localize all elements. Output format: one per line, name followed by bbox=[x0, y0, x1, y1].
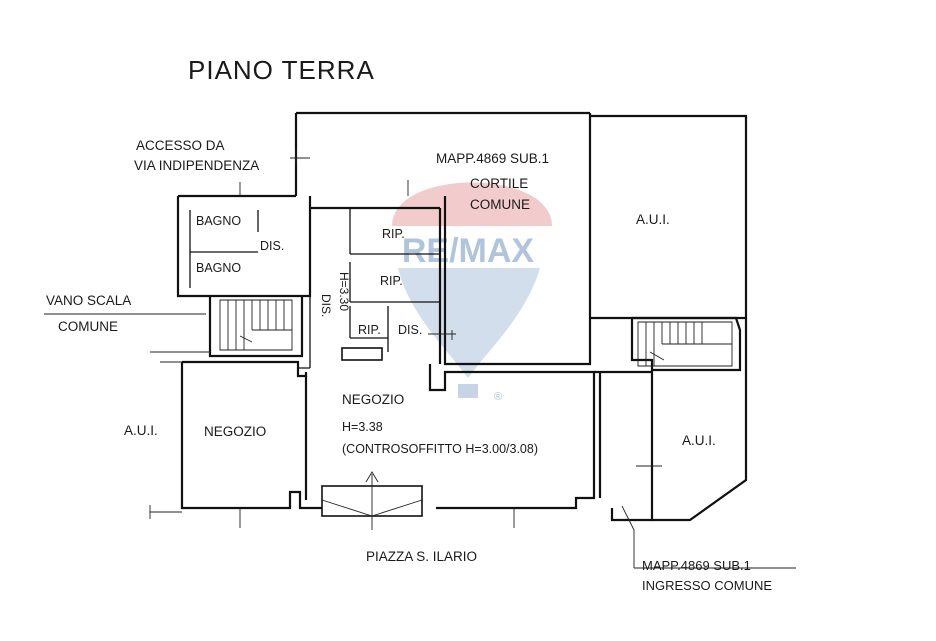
watermark-balloon-red bbox=[392, 182, 552, 226]
pillar-1 bbox=[341, 347, 383, 361]
labels: ACCESSO DA VIA INDIPENDENZA MAPP.4869 SU… bbox=[46, 138, 772, 593]
vano-scala-label: VANO SCALA bbox=[46, 293, 131, 308]
common-entrance-wall bbox=[594, 318, 654, 522]
partition-rip1 bbox=[349, 208, 440, 255]
rip-3-label: RIP. bbox=[358, 323, 381, 337]
h-main-label: H=3.38 bbox=[342, 420, 383, 434]
comune-top-label: COMUNE bbox=[470, 197, 530, 212]
bagno-2-label: BAGNO bbox=[196, 261, 241, 275]
aui-right-label: A.U.I. bbox=[682, 433, 716, 448]
aui-top-right-label: A.U.I. bbox=[636, 212, 670, 227]
entrance-arrow bbox=[365, 471, 379, 530]
stair-left-wall bbox=[208, 296, 304, 358]
piazza-label: PIAZZA S. ILARIO bbox=[366, 549, 477, 564]
stair-left bbox=[219, 299, 293, 351]
remax-watermark: RE/MAX ® bbox=[392, 182, 552, 403]
watermark-registered: ® bbox=[494, 391, 502, 403]
negozio-main-label: NEGOZIO bbox=[342, 392, 404, 407]
negozio-left-label: NEGOZIO bbox=[204, 424, 266, 439]
controsoffitto-label: (CONTROSOFFITTO H=3.00/3.08) bbox=[342, 442, 538, 456]
partition-top bbox=[310, 206, 442, 364]
reference-lines bbox=[44, 150, 796, 569]
watermark-balloon-blue bbox=[398, 268, 540, 378]
shop-main-wall bbox=[428, 364, 596, 510]
bathroom-block-wall bbox=[176, 194, 312, 298]
rip-2-label: RIP. bbox=[380, 274, 403, 288]
corridor-wall bbox=[298, 208, 311, 369]
comune-left-label: COMUNE bbox=[58, 319, 118, 334]
h-vertical-label: H=3.30 bbox=[337, 272, 351, 311]
mapp-top-label: MAPP.4869 SUB.1 bbox=[436, 151, 549, 166]
partition-rip2 bbox=[349, 262, 440, 303]
aui-right-wall bbox=[652, 318, 748, 522]
watermark-text: RE/MAX bbox=[402, 232, 535, 270]
dis-2-label: DIS. bbox=[398, 323, 422, 337]
dis-1-label: DIS. bbox=[260, 239, 284, 253]
partition-rip3 bbox=[349, 306, 389, 352]
rip-1-label: RIP. bbox=[382, 227, 405, 241]
mapp-bottom-label: MAPP.4869 SUB.1 bbox=[642, 558, 751, 573]
aui-left-label: A.U.I. bbox=[124, 423, 158, 438]
cortile-label: CORTILE bbox=[470, 176, 528, 191]
watermark-basket bbox=[458, 384, 478, 398]
accesso-label-2: VIA INDIPENDENZA bbox=[134, 158, 259, 173]
dis-vertical-label: DIS. bbox=[319, 294, 333, 317]
stair-right-wall bbox=[632, 316, 742, 372]
accesso-label-1: ACCESSO DA bbox=[136, 138, 225, 153]
stair-right bbox=[637, 321, 733, 367]
walls bbox=[176, 111, 748, 530]
bathroom-divider bbox=[189, 210, 259, 288]
ingresso-label: INGRESSO COMUNE bbox=[642, 578, 772, 593]
page-title: PIANO TERRA bbox=[188, 55, 375, 85]
bagno-1-label: BAGNO bbox=[196, 214, 241, 228]
shop-outer-wall bbox=[180, 360, 322, 510]
